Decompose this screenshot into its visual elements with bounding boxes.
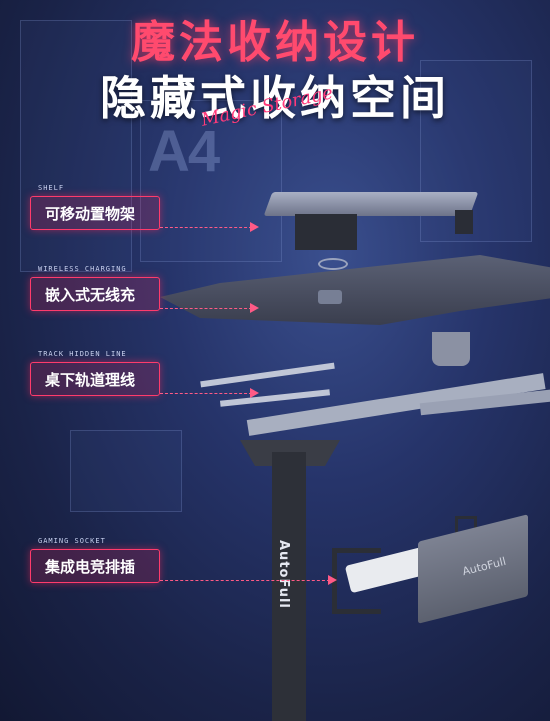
- page-title: 魔法收纳设计: [131, 17, 419, 68]
- charging-coil: [318, 258, 348, 270]
- page-subtitle: 隐藏式收纳空间: [100, 71, 450, 125]
- feature-en-label: SHELF: [38, 184, 65, 192]
- cover-hook: [455, 516, 477, 533]
- feature-en-label: GAMING SOCKET: [38, 537, 106, 545]
- feature-en-label: WIRELESS CHARGING: [38, 265, 127, 273]
- wall-panel: [140, 100, 282, 262]
- desk-leg: [272, 452, 306, 721]
- callout-line: [160, 227, 252, 228]
- cable-track: [200, 362, 335, 388]
- leg-brand-logo: AutoFull: [276, 540, 291, 609]
- floor-hatch: [70, 430, 182, 512]
- cable-track: [219, 389, 331, 407]
- callout-line: [160, 393, 252, 394]
- wall-panel: [20, 20, 132, 272]
- shelf-top: [263, 192, 479, 216]
- feature-tag-socket: 集成电竞排插: [30, 549, 160, 583]
- feature-tag-shelf: 可移动置物架: [30, 196, 160, 230]
- room-label: A4: [148, 119, 220, 184]
- feature-tag-charging: 嵌入式无线充: [30, 277, 160, 311]
- feature-en-label: TRACK HIDDEN LINE: [38, 350, 127, 358]
- callout-arrow-icon: [328, 575, 337, 585]
- shelf-leg-right: [455, 210, 473, 234]
- callout-line: [160, 580, 330, 581]
- callout-arrow-icon: [250, 222, 259, 232]
- desk-top: [160, 255, 550, 325]
- callout-line: [160, 308, 252, 309]
- callout-arrow-icon: [250, 388, 259, 398]
- cup-holder: [432, 332, 470, 366]
- callout-arrow-icon: [250, 303, 259, 313]
- wireless-charger: [318, 290, 342, 304]
- shelf-leg-left: [295, 214, 357, 250]
- feature-tag-cable: 桌下轨道理线: [30, 362, 160, 396]
